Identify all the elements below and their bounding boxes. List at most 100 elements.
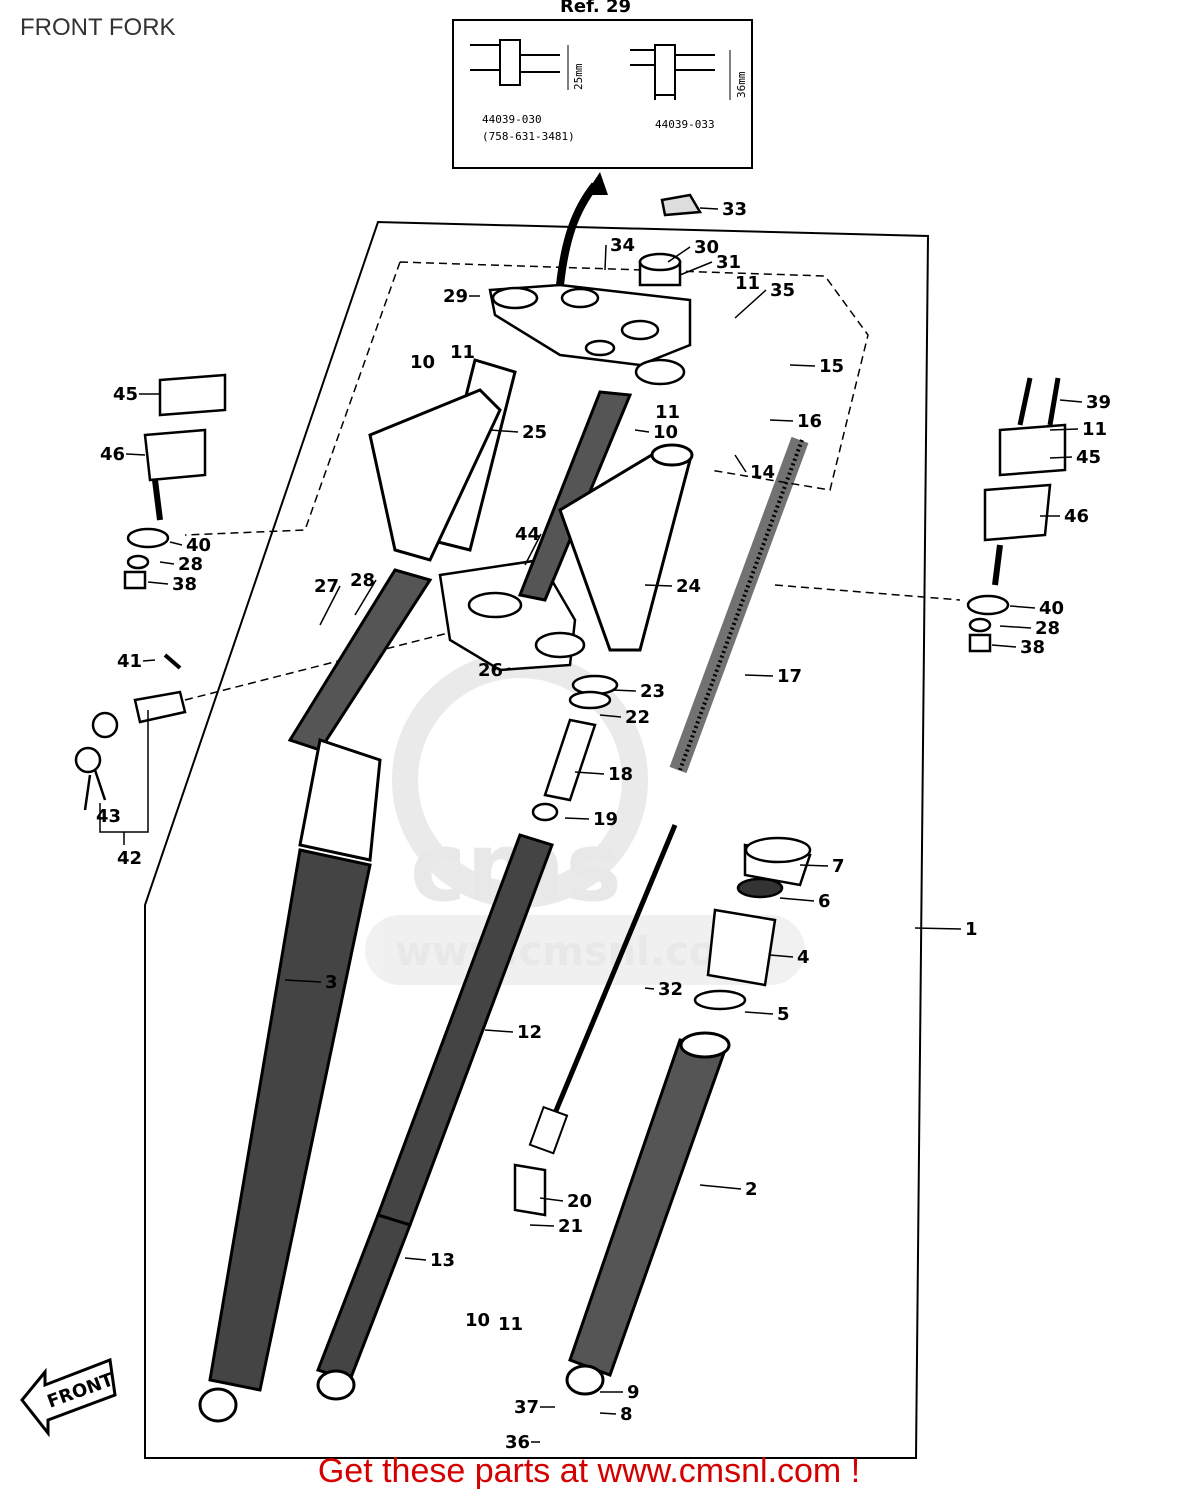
callout-44-leader [524, 533, 542, 566]
steering-lock [74, 653, 187, 811]
callout-7-leader [799, 864, 829, 867]
callout-1-leader [914, 927, 962, 930]
callout-26: 26 [478, 660, 503, 681]
callout-6: 6 [818, 891, 831, 912]
callout-40-leader-2 [1009, 605, 1036, 609]
callout-12: 12 [517, 1022, 542, 1043]
inset-left-dim: 25mm [572, 63, 585, 90]
callout-27: 27 [314, 576, 339, 597]
inset-right-code: 44039-033 [655, 118, 715, 131]
callout-13: 13 [430, 1250, 455, 1271]
callout-41-leader [142, 659, 156, 662]
ref-inset: Ref. 29 25mm 36mm 44039-030 (758-631-348… [452, 0, 753, 169]
callout-32-leader [644, 987, 655, 990]
callout-34-leader [604, 244, 607, 271]
callout-43: 43 [96, 806, 121, 827]
callout-15-leader [789, 364, 816, 367]
callout-45: 45 [113, 384, 138, 405]
callout-10: 10 [410, 352, 435, 373]
outer-slider [565, 1031, 731, 1396]
callout-11-4: 11 [1082, 419, 1107, 440]
callout-23-leader [611, 689, 637, 692]
stem-subassembly-outline [184, 261, 869, 536]
callout-20-leader [539, 1197, 564, 1202]
callout-23: 23 [640, 681, 665, 702]
callout-13-leader [404, 1257, 427, 1261]
assembly-outline [144, 220, 930, 1459]
left-fork [198, 358, 517, 1423]
callout-2: 2 [745, 1179, 758, 1200]
callout-11-3: 11 [735, 273, 760, 294]
callout-9: 9 [627, 1382, 640, 1403]
callout-46: 46 [100, 444, 125, 465]
callout-28-3: 28 [1035, 618, 1060, 639]
top-bridge [488, 283, 692, 386]
inset-title: Ref. 29 [560, 0, 631, 17]
callout-18-leader [574, 771, 605, 775]
callout-8-leader [599, 1412, 617, 1415]
handle-dashed-line-right [774, 584, 961, 601]
callout-28-2: 28 [178, 554, 203, 575]
callout-28-leader [354, 579, 377, 616]
damper-rod [545, 824, 678, 1131]
callout-45-2: 45 [1076, 447, 1101, 468]
callout-28: 28 [350, 570, 375, 591]
fork-spring [669, 436, 809, 774]
callout-22-leader [599, 714, 622, 718]
callout-14: 14 [750, 462, 775, 483]
callout-38-leader [147, 581, 169, 585]
callout-30-leader [667, 246, 691, 263]
callout-21-leader [529, 1224, 555, 1227]
callout-42: 42 [117, 848, 142, 869]
callout-28-leader-2 [159, 561, 175, 565]
callout-33-leader [699, 207, 719, 210]
inset-left-code-alt: (758-631-3481) [482, 130, 575, 143]
callout-18: 18 [608, 764, 633, 785]
callout-29: 29 [443, 286, 468, 307]
right-handle-holder [966, 377, 1067, 653]
fork-boots [693, 836, 812, 1011]
callout-16-leader [769, 419, 794, 422]
callout-6-leader [779, 897, 815, 902]
bottom-bridge [438, 558, 586, 672]
callout-17: 17 [777, 666, 802, 687]
callout-37: 37 [514, 1397, 539, 1418]
callout-40: 40 [186, 535, 211, 556]
lock-dashed-line [184, 629, 461, 701]
callout-20: 20 [567, 1191, 592, 1212]
callout-26-leader [503, 667, 511, 671]
callout-19-leader [564, 817, 590, 820]
callout-45-leader-2 [1049, 456, 1073, 459]
callout-46-2: 46 [1064, 506, 1089, 527]
callout-3: 3 [325, 972, 338, 993]
callout-46-leader [125, 453, 146, 456]
stem-nut [638, 193, 703, 287]
callout-38: 38 [172, 574, 197, 595]
parts-banner[interactable]: Get these parts at www.cmsnl.com ! [317, 1452, 861, 1490]
callout-25: 25 [522, 422, 547, 443]
callout-10-2: 10 [653, 422, 678, 443]
callout-16: 16 [797, 411, 822, 432]
inset-arrow [556, 182, 599, 286]
callout-22: 22 [625, 707, 650, 728]
callout-19: 19 [593, 809, 618, 830]
inset-left-code: 44039-030 [482, 113, 542, 126]
key-set-bracket [99, 710, 149, 845]
callout-34: 34 [610, 235, 635, 256]
callout-28-leader-3 [999, 625, 1032, 629]
callout-3-leader [284, 979, 322, 983]
front-direction-arrow: FRONT [20, 1357, 117, 1438]
callout-5: 5 [777, 1004, 790, 1025]
callout-10-3: 10 [465, 1310, 490, 1331]
callout-11-leader-4 [1049, 428, 1079, 431]
callout-11-5: 11 [498, 1314, 523, 1335]
callout-8: 8 [620, 1404, 633, 1425]
callout-10-leader-2 [634, 429, 650, 433]
callout-38-2: 38 [1020, 637, 1045, 658]
callout-36: 36 [505, 1432, 530, 1453]
callout-11: 11 [450, 342, 475, 363]
callout-24-leader [644, 584, 673, 587]
callout-17-leader [744, 674, 774, 677]
inner-tube [316, 833, 554, 1401]
